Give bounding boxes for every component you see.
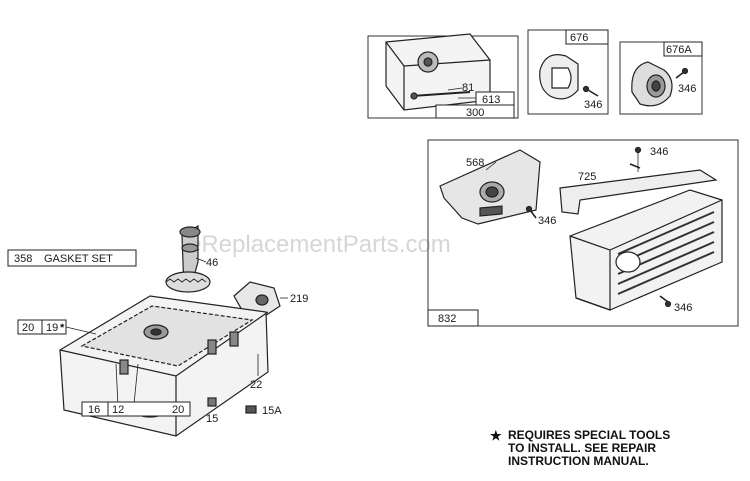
sump-gasket (80, 305, 254, 367)
label-346-d: 346 (650, 146, 668, 158)
muffler-body (569, 189, 723, 311)
muffler-front-edge (569, 235, 611, 311)
breather-cover-group (367, 33, 519, 119)
screw-icon-b (681, 67, 689, 75)
label-346-c: 346 (538, 215, 556, 227)
heat-shield-port-hole (485, 186, 499, 198)
star-icon: ★ (490, 428, 502, 443)
leader-12 (133, 363, 139, 405)
sump-bolt-bosses (119, 331, 239, 375)
note-line-3: INSTRUCTION MANUAL. (508, 454, 649, 468)
screw-346-d (629, 163, 641, 169)
label-346-e: 346 (674, 302, 692, 314)
gasket-set-box (7, 249, 137, 267)
leader-568 (485, 161, 497, 171)
label-gasket-set: GASKET SET (44, 253, 113, 265)
label-676: 676 (570, 32, 588, 44)
label-300: 300 (466, 107, 484, 119)
label-20-b: 20 (172, 404, 184, 416)
box-16-12-20 (81, 401, 191, 417)
tag-676 (565, 29, 609, 45)
screw-icon-e (664, 300, 672, 308)
screw-icon-c (525, 205, 533, 213)
watermark-text: eReplacementParts.com (188, 231, 451, 258)
part-676a-group (619, 41, 703, 115)
label-358: 358 (14, 253, 32, 265)
label-12: 12 (112, 404, 124, 416)
camshaft-lobe (179, 226, 201, 238)
leader-16 (115, 363, 119, 407)
breather-fitting-icon (410, 92, 418, 100)
screw-icon-a (582, 85, 590, 93)
label-81: 81 (462, 82, 474, 94)
breather-cover-plate (385, 33, 491, 111)
note-line-2: TO INSTALL. SEE REPAIR (508, 441, 657, 455)
tag-832 (427, 309, 479, 327)
label-46: 46 (206, 257, 218, 269)
plug-15a (245, 405, 257, 414)
label-20-a: 20 (22, 322, 34, 334)
muffler-group (427, 139, 739, 327)
note-line-1: REQUIRES SPECIAL TOOLS (508, 428, 671, 442)
label-346-a: 346 (584, 99, 602, 111)
cam-gear-teeth (165, 278, 207, 283)
screw-346-e (659, 295, 669, 303)
bracket-676-slot (551, 67, 572, 89)
callout-box-832 (427, 139, 739, 327)
heat-shield-slot (479, 205, 503, 217)
screw-346-a (587, 89, 599, 97)
leader-81 (447, 87, 463, 91)
leader-19 (65, 326, 97, 335)
box-613 (475, 91, 515, 106)
bracket-676a-hole (651, 80, 661, 92)
cam-gear (165, 271, 211, 293)
breather-hole-center (423, 57, 433, 67)
screw-icon-d (634, 146, 642, 154)
label-832: 832 (438, 313, 456, 325)
label-676a: 676A (666, 44, 692, 56)
sump-bearing-hole (150, 328, 162, 336)
label-346-b: 346 (678, 83, 696, 95)
label-568: 568 (466, 157, 484, 169)
governor-hub (255, 294, 269, 306)
star-marker-19: * (60, 322, 65, 334)
breather-tube (411, 91, 471, 97)
label-219: 219 (290, 293, 308, 305)
muffler-top-edge (609, 199, 723, 251)
camshaft-lobe-2 (181, 243, 199, 253)
special-tools-note: ★ REQUIRES SPECIAL TOOLS TO INSTALL. SEE… (490, 428, 742, 468)
label-725: 725 (578, 171, 596, 183)
muffler-outlet (615, 251, 641, 273)
callout-box-676a (619, 41, 703, 115)
label-19: 19 (46, 322, 58, 334)
part-676-group (527, 29, 609, 115)
label-15a: 15A (262, 405, 282, 417)
sump-group (17, 224, 288, 437)
label-22: 22 (250, 379, 262, 391)
label-16: 16 (88, 404, 100, 416)
label-613: 613 (482, 94, 500, 106)
drain-plug-15 (207, 397, 217, 407)
box-300 (435, 104, 515, 119)
deflector-725 (559, 169, 718, 215)
tag-676a (663, 41, 703, 57)
leader-46 (195, 257, 207, 263)
label-15: 15 (206, 413, 218, 425)
